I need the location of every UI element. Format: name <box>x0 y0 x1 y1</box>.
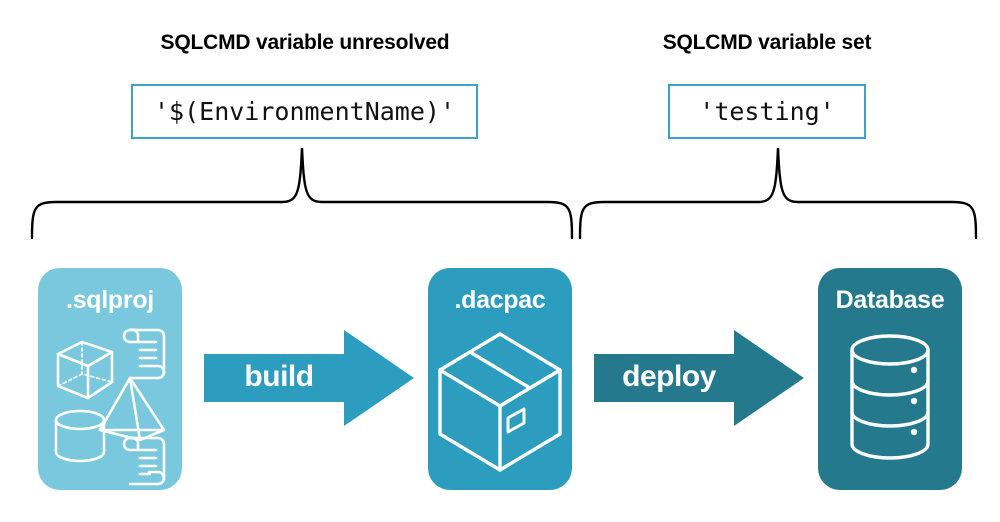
card-sqlproj: .sqlproj <box>38 268 182 490</box>
database-cylinder-icon <box>850 334 930 460</box>
arrow-deploy: deploy <box>594 330 804 426</box>
cube-icon <box>56 340 114 400</box>
card-sqlproj-label: .sqlproj <box>66 286 154 314</box>
scroll-icon-bottom <box>122 436 166 486</box>
arrow-build-shape <box>204 330 414 426</box>
sqlproj-icon-cluster <box>54 328 166 486</box>
pyramid-icon <box>98 376 166 442</box>
brace-right <box>578 147 978 240</box>
package-box-icon <box>438 332 562 472</box>
card-dacpac: .dacpac <box>428 268 572 490</box>
value-box-testing: 'testing' <box>668 84 866 139</box>
cylinder-icon <box>54 409 106 463</box>
scroll-icon-top <box>122 328 166 380</box>
card-dacpac-label: .dacpac <box>454 286 546 314</box>
heading-sqlcmd-unresolved: SQLCMD variable unresolved <box>160 31 450 54</box>
arrow-deploy-shape <box>594 330 804 426</box>
value-box-environment-name: '$(EnvironmentName)' <box>131 84 478 139</box>
card-database-label: Database <box>835 286 945 314</box>
brace-left <box>30 147 574 240</box>
heading-sqlcmd-set: SQLCMD variable set <box>662 31 872 54</box>
card-database: Database <box>818 268 962 490</box>
arrow-build: build <box>204 330 414 426</box>
